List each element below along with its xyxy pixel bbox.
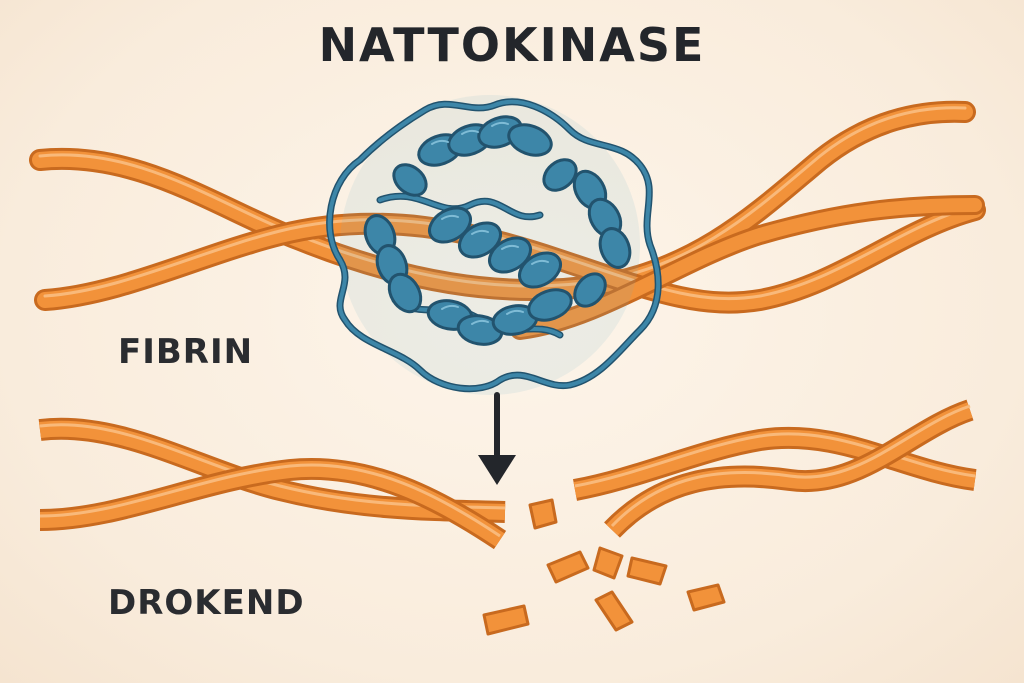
broken-fibrin-label: DROKEND [108, 583, 305, 623]
arrow-down-icon [478, 392, 516, 485]
fragment [594, 590, 634, 632]
fragment [592, 546, 624, 580]
fibrin-label: FIBRIN [118, 332, 254, 372]
fragment [546, 550, 590, 584]
fragment [626, 556, 668, 586]
fibrin-strands-broken [38, 399, 977, 550]
fragment [482, 604, 530, 636]
fibrin-fragment-icon [482, 498, 726, 636]
diagram-title: NATTOKINASE [318, 18, 706, 72]
fragment [686, 583, 726, 612]
fragment [528, 498, 558, 530]
protein-ribbon-icon [326, 95, 662, 395]
